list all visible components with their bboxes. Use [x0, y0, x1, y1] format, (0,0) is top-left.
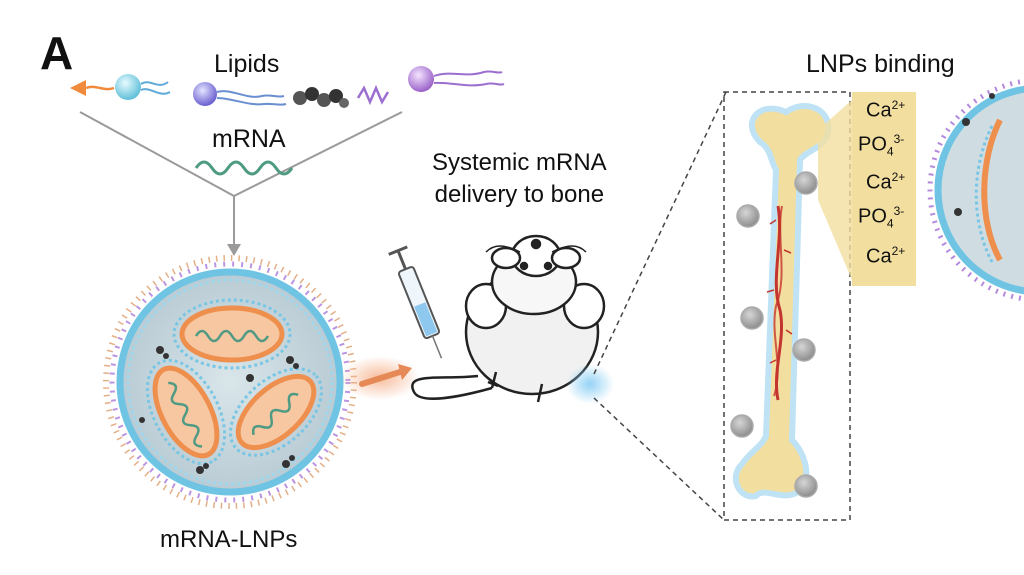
- bone-glow-spot: [566, 364, 614, 404]
- ion-panel: [852, 92, 916, 286]
- ion-base: PO: [858, 133, 887, 156]
- ion-label: Ca2+: [866, 170, 905, 197]
- ion-base: Ca: [866, 171, 892, 194]
- mrna-label: mRNA: [212, 125, 286, 153]
- ion-superscript: 3-: [893, 132, 905, 146]
- lnp-nanoparticle: [103, 255, 357, 509]
- mrna-vesicle: [229, 367, 323, 457]
- ion-superscript: 2+: [891, 170, 906, 184]
- mrna-vesicle: [172, 298, 292, 370]
- ion-label: PO43-: [858, 132, 904, 159]
- cholesterol-icon: [293, 87, 349, 108]
- ion-label: Ca2+: [866, 98, 905, 125]
- delivery-label: Systemic mRNA delivery to bone: [432, 147, 607, 211]
- delivery-label-line2: delivery to bone: [434, 181, 605, 208]
- ionizable-lipid-icon: [115, 74, 141, 100]
- binding-label: LNPs binding: [806, 50, 955, 78]
- mixing-lines: [79, 111, 403, 256]
- ion-subscript: 4: [886, 216, 894, 231]
- ion-superscript: 2+: [891, 98, 906, 112]
- zoom-lines: [593, 91, 851, 521]
- bone-illustration: [730, 103, 832, 500]
- ion-subscript: 4: [886, 144, 894, 159]
- mouse-illustration: [411, 234, 606, 403]
- panel-label: A: [40, 27, 74, 79]
- bound-lnp-fragment: [927, 78, 1024, 302]
- ion-label: PO43-: [858, 204, 904, 231]
- syringe-icon: [388, 245, 443, 359]
- delivery-label-line1: Systemic mRNA: [432, 149, 607, 176]
- ion-superscript: 3-: [893, 204, 905, 218]
- lipids-label: Lipids: [214, 50, 280, 78]
- mrna-vesicle: [145, 358, 227, 466]
- ion-label: Ca2+: [866, 244, 905, 271]
- injection-arrow: [359, 364, 412, 387]
- ion-base: Ca: [866, 245, 892, 268]
- ion-superscript: 2+: [891, 244, 906, 258]
- peg-chain-icon: [356, 84, 390, 106]
- helper-lipid-icon: [193, 82, 217, 106]
- ion-base: Ca: [866, 99, 892, 122]
- nanoparticle-label: mRNA-LNPs: [160, 526, 298, 553]
- ion-base: PO: [858, 205, 887, 228]
- peg-lipid-icon: [408, 66, 434, 92]
- lipid-components: [70, 66, 505, 108]
- mrna-strand-icon: [194, 160, 294, 176]
- orange-lipid-head-icon: [70, 80, 86, 96]
